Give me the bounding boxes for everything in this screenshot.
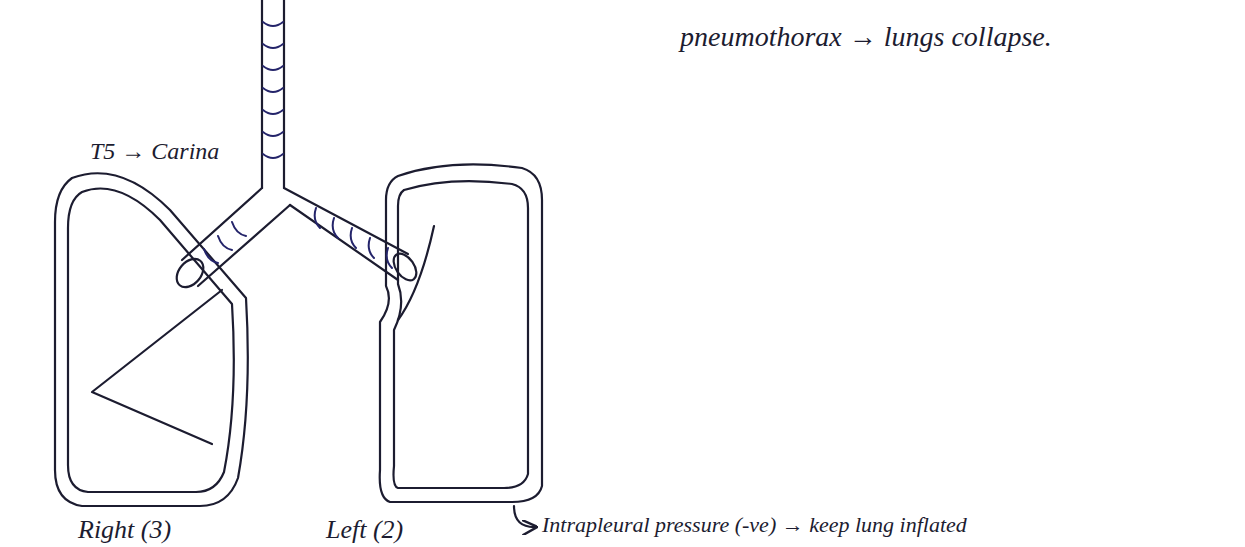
note-label: Right (3) [78,516,171,545]
lung-fissure [398,226,434,320]
bronchus-wall [198,205,290,286]
cartilage-rings [263,22,283,158]
note-label: Left (2) [326,516,403,545]
note-label: Intrapleural pressure (-ve) → keep lung … [542,513,967,537]
bronchus-wall [290,205,398,280]
note-label: pneumothorax → lungs collapse. [680,22,1052,53]
trachea-wall [261,0,263,188]
cartilage-rings [315,208,392,268]
lung-fissure [92,290,222,444]
leader-arrow [514,506,536,527]
note-label: T5 → Carina [90,138,219,164]
bronchus-wall [182,188,262,260]
bronchus-end [389,250,421,285]
cartilage-rings [204,222,246,263]
bronchus-end [171,254,208,293]
right-lung-pleura [55,173,248,506]
left-lung [394,181,529,488]
left-lung-pleura [380,164,542,502]
right-lung [68,189,234,493]
trachea-wall [283,0,285,188]
